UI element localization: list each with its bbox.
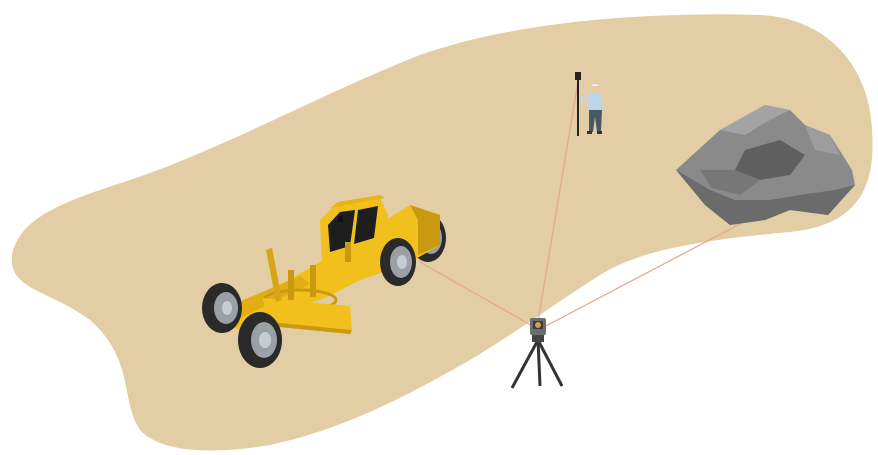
motor-grader [202, 195, 446, 368]
rear-tire-front [380, 238, 416, 286]
grader-cab [320, 195, 388, 275]
front-tire-near [238, 312, 282, 368]
grader-blade [262, 265, 352, 334]
surveyor-with-prism-pole [575, 72, 603, 136]
rock-pile [676, 105, 855, 225]
laser-line-to-grader [419, 261, 537, 329]
robotic-total-station [510, 318, 564, 389]
front-tire-far [202, 283, 242, 333]
laser-line-to-surveyor [537, 81, 579, 323]
tripod [510, 339, 564, 389]
